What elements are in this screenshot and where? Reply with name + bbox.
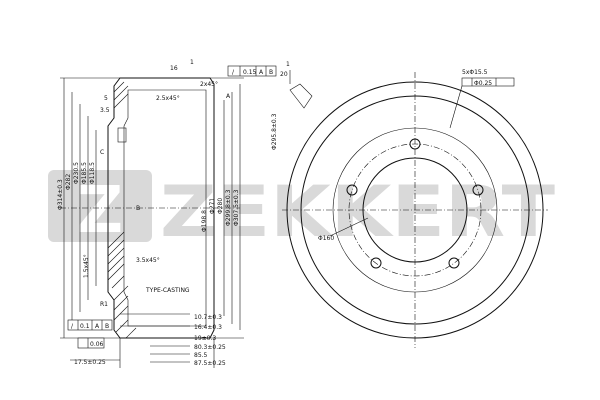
dim-dia-280: Φ280 bbox=[217, 198, 224, 214]
section-dimensions: 16 2x45° 1 5 3.5 2.5x45° 3.5x45° 1.5x45°… bbox=[57, 59, 240, 308]
bolt-circle bbox=[348, 143, 482, 277]
drum-inner-rim bbox=[300, 95, 530, 325]
casting-label: TYPE-CASTING bbox=[145, 287, 190, 294]
dim-top-chamfer: 2x45° bbox=[200, 81, 218, 88]
drum-wall-profile bbox=[107, 77, 215, 339]
dim-chamfer-1-5: 1.5x45° bbox=[83, 254, 90, 278]
dim-17-5: 17.5±0.25 bbox=[74, 359, 106, 366]
dim-3-5: 3.5 bbox=[100, 107, 110, 114]
svg-text:0.06: 0.06 bbox=[90, 341, 104, 348]
datum-b: B bbox=[136, 205, 140, 212]
detail-dim-20: 20 bbox=[280, 71, 288, 78]
dim-dia-299: Φ299.8±0.3 bbox=[225, 189, 232, 226]
svg-text:/: / bbox=[71, 323, 74, 330]
bolt-hole-1 bbox=[409, 138, 421, 150]
detail-profile bbox=[289, 83, 313, 109]
dim-dia-271: Φ271 bbox=[209, 198, 216, 214]
bolt-hole-3 bbox=[448, 257, 460, 269]
dim-top-16: 16 bbox=[170, 65, 178, 72]
watermark: Z ZEKKERT bbox=[48, 170, 555, 253]
front-view bbox=[282, 70, 548, 348]
svg-text:0.1: 0.1 bbox=[80, 323, 90, 330]
svg-text:A: A bbox=[259, 69, 264, 76]
front-labels: Φ295.8±0.3 Φ160 5xΦ15.5 1 20 bbox=[271, 61, 488, 242]
datum-r1: R1 bbox=[100, 301, 108, 308]
dim-5: 5 bbox=[104, 95, 108, 102]
dim-87-5: 87.5±0.25 bbox=[194, 360, 226, 367]
drum-inner-profile bbox=[123, 89, 207, 327]
dim-80-3: 80.3±0.25 bbox=[194, 344, 226, 351]
svg-text:B: B bbox=[105, 323, 109, 330]
dim-chamfer-2-5: 2.5x45° bbox=[156, 95, 180, 102]
dim-dia-185: Φ185.5 bbox=[81, 162, 88, 184]
dim-dia-282: Φ282 bbox=[65, 174, 72, 190]
watermark-brand: ZEKKERT bbox=[160, 171, 555, 253]
center-bore bbox=[362, 157, 468, 263]
bottom-dimensions: 10.7±0.3 16.4±0.3 19±0.3 80.3±0.25 85.5 … bbox=[74, 314, 226, 367]
dim-dia-230: Φ230.5 bbox=[73, 162, 80, 184]
tolerance-frame-top: / 0.15 A B bbox=[227, 65, 277, 77]
dim-chamfer-3-5: 3.5x45° bbox=[136, 257, 160, 264]
dim-16-4: 16.4±0.3 bbox=[194, 324, 222, 331]
dim-19: 19±0.3 bbox=[194, 335, 216, 342]
watermark-logo-letter: Z bbox=[77, 174, 123, 248]
svg-text:Φ0.25: Φ0.25 bbox=[474, 80, 492, 87]
bolt-hole-5 bbox=[346, 184, 358, 196]
dim-10-7: 10.7±0.3 bbox=[194, 314, 222, 321]
bolt-hole-2 bbox=[472, 184, 484, 196]
drum-outer-rim bbox=[286, 81, 544, 339]
hole-tolerance-frame: Φ0.25 bbox=[461, 77, 515, 87]
bolt-circle-dim: Φ295.8±0.3 bbox=[271, 113, 278, 150]
center-bore-dim: Φ160 bbox=[318, 235, 334, 242]
dim-dia-198: Φ198.8 bbox=[201, 210, 208, 232]
svg-text:B: B bbox=[269, 69, 273, 76]
hole-callout: 5xΦ15.5 bbox=[462, 69, 488, 76]
section-view bbox=[60, 77, 244, 368]
svg-text:/: / bbox=[232, 69, 235, 76]
dim-dia-307: Φ307.5±0.3 bbox=[233, 189, 240, 226]
datum-c: C bbox=[100, 149, 104, 156]
tolerance-frame-bottom: / 0.1 A B bbox=[67, 319, 113, 331]
svg-text:0.15: 0.15 bbox=[243, 69, 257, 76]
svg-text:A: A bbox=[95, 323, 100, 330]
dim-top-1: 1 bbox=[190, 59, 194, 66]
flatness-frame: 0.06 bbox=[77, 337, 105, 349]
datum-a: A bbox=[226, 93, 231, 100]
bolt-hole-4 bbox=[370, 257, 382, 269]
dim-dia-118: Φ118.5 bbox=[89, 162, 96, 184]
detail-dim-1: 1 bbox=[286, 61, 290, 68]
dim-85-5: 85.5 bbox=[194, 352, 208, 359]
hub-face bbox=[332, 127, 498, 293]
dim-dia-314: Φ314±0.3 bbox=[57, 179, 64, 210]
stud-detail bbox=[117, 127, 127, 143]
